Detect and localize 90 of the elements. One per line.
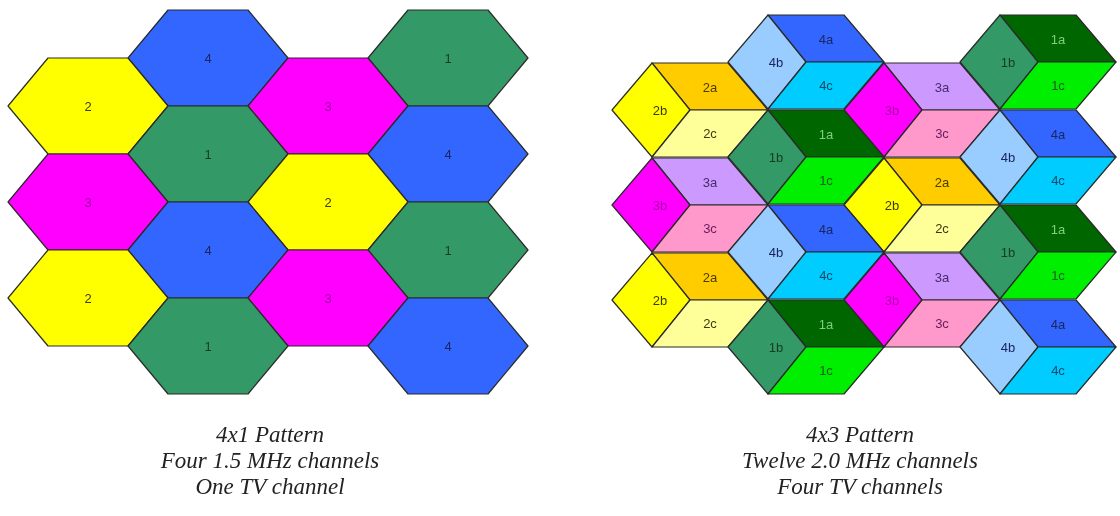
rhombus-cell bbox=[844, 62, 922, 157]
channel-label: 1c bbox=[1051, 268, 1065, 282]
channel-label: 1c bbox=[819, 363, 833, 377]
rhombus-cell bbox=[728, 300, 806, 394]
caption-text: Four TV channels bbox=[776, 474, 944, 500]
channel-label: 4c bbox=[819, 78, 833, 92]
channel-label: 1 bbox=[204, 147, 212, 161]
channel-label: 2a bbox=[702, 270, 718, 283]
hexagon-cell bbox=[8, 250, 168, 346]
channel-label: 4 bbox=[204, 243, 212, 257]
channel-label: 4 bbox=[204, 51, 212, 65]
channel-label: 1a bbox=[818, 127, 834, 141]
channel-label: 2c bbox=[935, 221, 949, 234]
channel-label: 1 bbox=[204, 339, 212, 353]
caption-text: 4x3 Pattern bbox=[805, 422, 915, 448]
channel-label: 1b bbox=[1000, 55, 1016, 69]
rhombus-cell bbox=[612, 62, 690, 157]
rhombus-cell bbox=[728, 15, 806, 109]
hexagon-cell bbox=[8, 154, 168, 250]
rhombus-cell bbox=[612, 252, 690, 347]
channel-label: 1b bbox=[768, 150, 784, 164]
hexagon-cell bbox=[128, 298, 288, 394]
channel-label: 3b bbox=[652, 198, 668, 211]
rhombus-cell bbox=[960, 110, 1038, 204]
hexagon-cell bbox=[248, 250, 408, 346]
caption-text: Twelve 2.0 MHz channels bbox=[741, 448, 979, 474]
channel-label: 4b bbox=[768, 55, 784, 69]
channel-label: 3 bbox=[324, 99, 332, 113]
channel-label: 1c bbox=[1051, 78, 1065, 92]
channel-label: 4 bbox=[444, 339, 452, 353]
channel-label: 4b bbox=[1000, 340, 1016, 354]
rhombus-cell bbox=[844, 157, 922, 252]
channel-label: 2b bbox=[884, 198, 900, 211]
hexagon-cell bbox=[368, 106, 528, 202]
channel-label: 4c bbox=[819, 268, 833, 282]
hexagon-cell bbox=[368, 202, 528, 298]
channel-label: 4a bbox=[818, 222, 834, 236]
rhombus-cell bbox=[960, 300, 1038, 394]
rhombus-cell bbox=[728, 110, 806, 204]
channel-label: 1b bbox=[1000, 245, 1016, 259]
channel-label: 4 bbox=[444, 147, 452, 161]
hexagon-cell bbox=[128, 10, 288, 106]
channel-label: 3c bbox=[703, 221, 717, 234]
hexagon-cell bbox=[368, 10, 528, 106]
channel-label: 2 bbox=[84, 99, 92, 113]
channel-label: 3b bbox=[884, 293, 900, 306]
channel-label: 1a bbox=[1050, 222, 1066, 236]
channel-label: 4b bbox=[768, 245, 784, 259]
channel-label: 4a bbox=[818, 32, 834, 46]
channel-label: 4b bbox=[1000, 150, 1016, 164]
channel-label: 3c bbox=[935, 126, 949, 139]
hexagon-cell bbox=[248, 154, 408, 250]
channel-label: 4c bbox=[1051, 173, 1065, 187]
hexagon-cell bbox=[128, 202, 288, 298]
channel-label: 3 bbox=[84, 195, 92, 209]
channel-label: 2a bbox=[702, 80, 718, 93]
channel-label: 4c bbox=[1051, 363, 1065, 377]
channel-label: 2c bbox=[703, 316, 717, 329]
channel-label: 1b bbox=[768, 340, 784, 354]
channel-label: 2b bbox=[652, 293, 668, 306]
channel-label: 4a bbox=[1050, 127, 1066, 141]
hexagon-cell bbox=[128, 106, 288, 202]
caption-text: 4x1 Pattern bbox=[215, 422, 325, 448]
channel-label: 1 bbox=[444, 51, 452, 65]
hexagon-cell bbox=[248, 58, 408, 154]
caption-text: Four 1.5 MHz channels bbox=[159, 448, 381, 474]
channel-label: 2a bbox=[934, 175, 950, 188]
channel-label: 3 bbox=[324, 291, 332, 305]
channel-label: 3a bbox=[934, 270, 950, 283]
channel-label: 1a bbox=[818, 317, 834, 331]
channel-label: 2b bbox=[652, 103, 668, 116]
channel-label: 3a bbox=[702, 175, 718, 188]
channel-label: 1a bbox=[1050, 32, 1066, 46]
hexagon-cell bbox=[368, 298, 528, 394]
channel-label: 1 bbox=[444, 243, 452, 257]
rhombus-cell bbox=[728, 205, 806, 299]
rhombus-cell bbox=[612, 157, 690, 252]
hexagon-cell bbox=[8, 58, 168, 154]
rhombus-cell bbox=[960, 205, 1038, 299]
channel-label: 2 bbox=[84, 291, 92, 305]
channel-label: 3b bbox=[884, 103, 900, 116]
rhombus-cell bbox=[960, 15, 1038, 109]
channel-label: 3a bbox=[934, 80, 950, 93]
channel-label: 3c bbox=[935, 316, 949, 329]
rhombus-cell bbox=[844, 252, 922, 347]
channel-label: 2 bbox=[324, 195, 332, 209]
channel-label: 2c bbox=[703, 126, 717, 139]
channel-label: 1c bbox=[819, 173, 833, 187]
channel-label: 4a bbox=[1050, 317, 1066, 331]
caption-text: One TV channel bbox=[194, 474, 346, 500]
